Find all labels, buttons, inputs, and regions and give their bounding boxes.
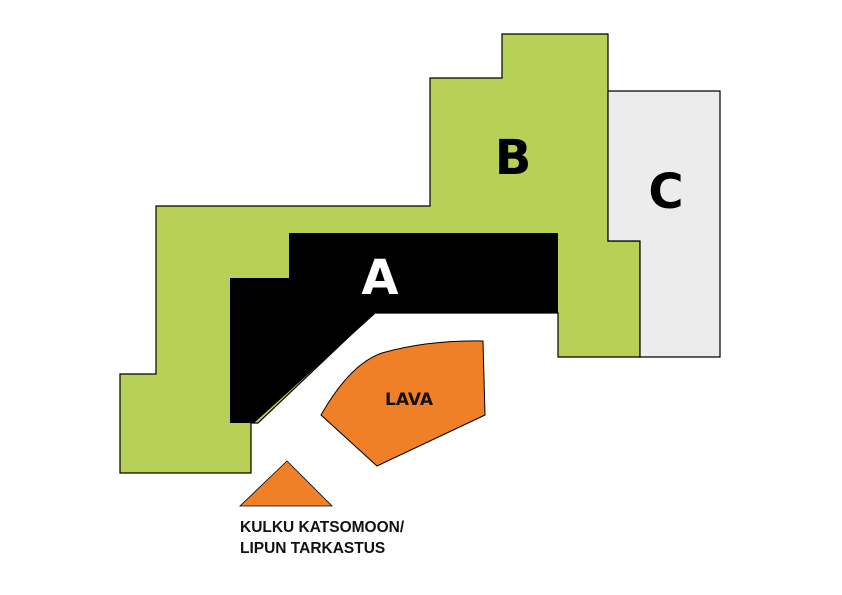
section-a-label: A (361, 250, 398, 306)
stage-area[interactable] (320, 340, 486, 467)
entrance-note: KULKU KATSOMOON/ LIPUN TARKASTUS (240, 517, 404, 559)
entrance-note-line2: LIPUN TARKASTUS (240, 540, 386, 557)
section-a-area[interactable] (230, 233, 558, 423)
entrance-note-line1: KULKU KATSOMOON/ (240, 519, 405, 536)
section-b-label: B (495, 130, 532, 186)
section-c-area[interactable] (607, 90, 721, 358)
stage-label: LAVA (385, 390, 434, 410)
entrance-marker[interactable] (239, 460, 333, 507)
section-c-label: C (648, 164, 683, 220)
